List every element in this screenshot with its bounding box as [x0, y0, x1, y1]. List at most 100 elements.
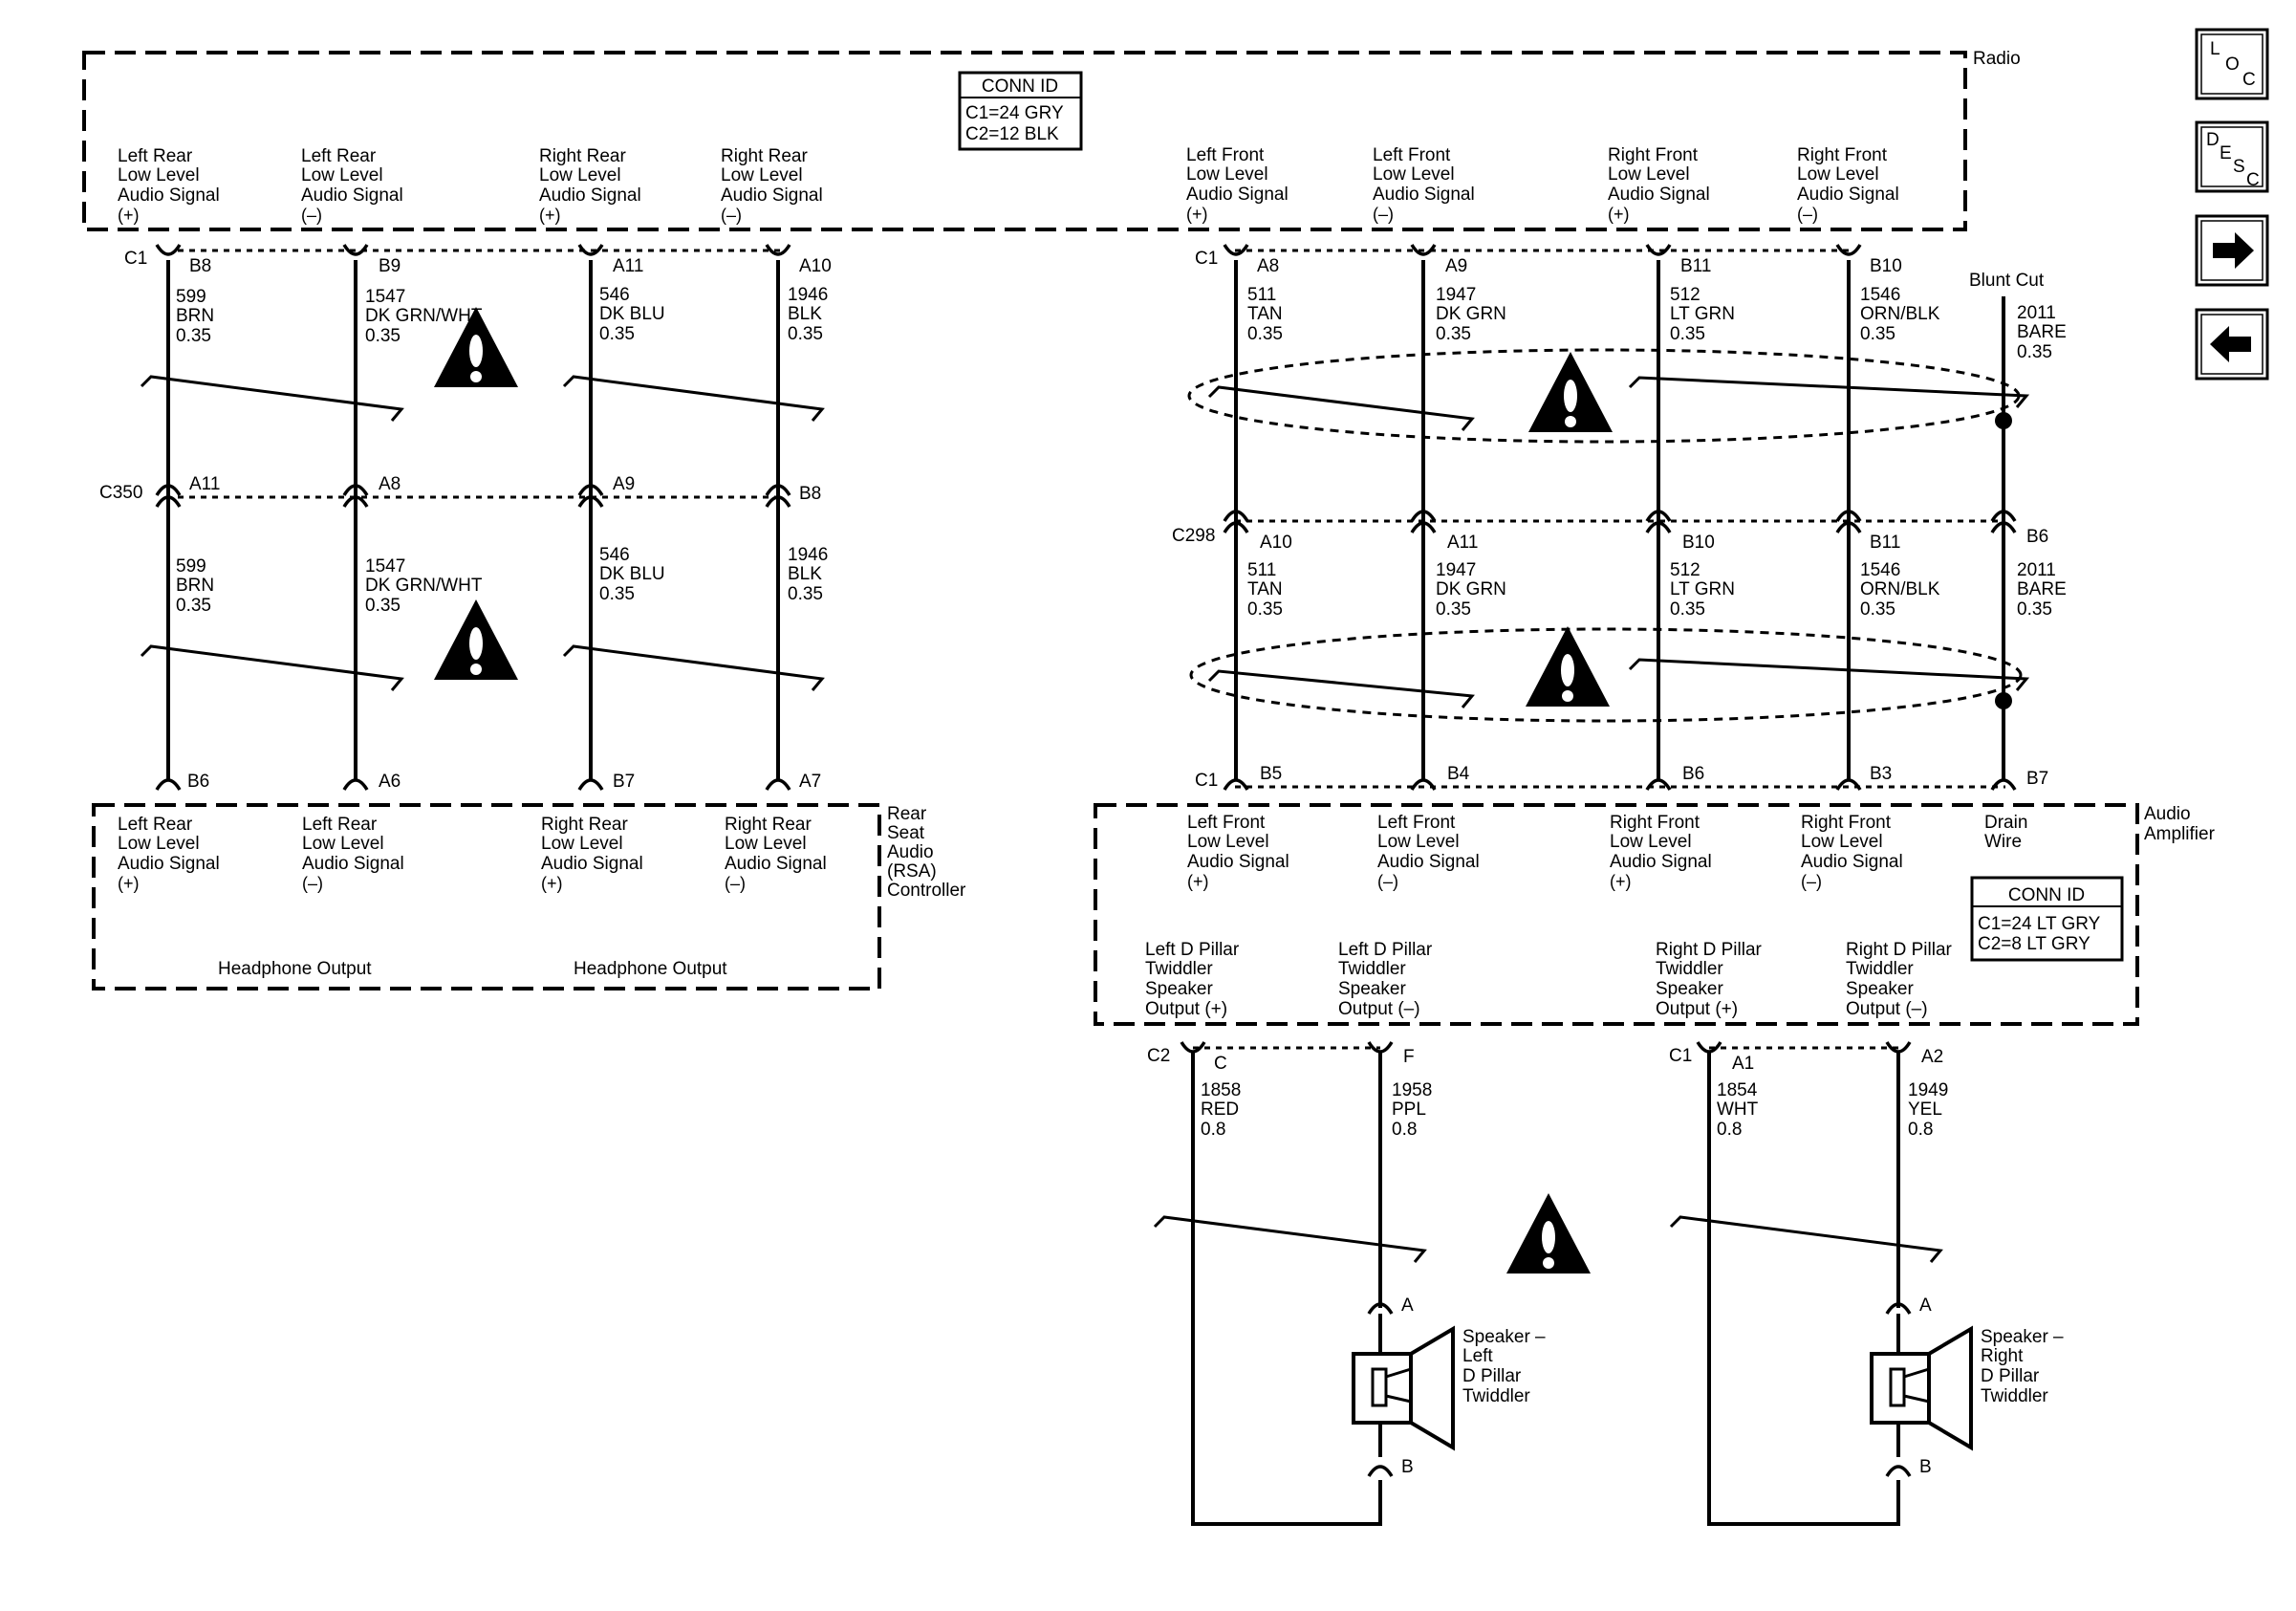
svg-text:512: 512: [1670, 285, 1700, 305]
svg-text:Audio Signal: Audio Signal: [1186, 185, 1289, 205]
svg-text:Left Front: Left Front: [1377, 813, 1456, 833]
svg-text:ORN/BLK: ORN/BLK: [1860, 579, 1940, 599]
radio-right-signal-2: Left Front Low Level Audio Signal (–): [1373, 145, 1475, 224]
svg-text:Twiddler: Twiddler: [1338, 959, 1406, 979]
svg-text:511: 511: [1247, 560, 1276, 580]
radio-label: Radio: [1973, 49, 2021, 69]
svg-text:S: S: [2233, 157, 2245, 177]
svg-text:DK GRN: DK GRN: [1436, 579, 1506, 599]
amp-drain-wire-label: Drain Wire: [1984, 813, 2027, 852]
svg-text:D Pillar: D Pillar: [1981, 1366, 2040, 1386]
svg-text:YEL: YEL: [1908, 1099, 1942, 1120]
pin-label: A11: [613, 256, 643, 276]
radio-c1-left-label: C1: [124, 249, 147, 269]
pin-label: A2: [1921, 1047, 1943, 1067]
svg-text:0.35: 0.35: [788, 584, 823, 604]
svg-text:2011: 2011: [2017, 560, 2056, 580]
svg-text:Right Front: Right Front: [1608, 145, 1699, 165]
pin-label: A10: [799, 256, 832, 276]
svg-text:Audio Signal: Audio Signal: [539, 185, 641, 206]
desc-button[interactable]: D E S C: [2195, 120, 2269, 193]
pin-label: B6: [1682, 764, 1704, 784]
svg-text:Left Rear: Left Rear: [118, 146, 193, 166]
svg-text:1947: 1947: [1436, 285, 1476, 305]
svg-text:(–): (–): [1797, 205, 1818, 224]
svg-text:1547: 1547: [365, 287, 405, 307]
svg-text:0.8: 0.8: [1201, 1120, 1225, 1140]
svg-text:Speaker –: Speaker –: [1981, 1327, 2064, 1347]
svg-text:(+): (+): [541, 874, 563, 893]
svg-text:Right: Right: [1981, 1346, 2024, 1366]
pin-label: B5: [1260, 764, 1282, 784]
svg-text:Left Rear: Left Rear: [118, 815, 193, 835]
wire-label-1946-upper: 1946 BLK 0.35: [788, 285, 828, 344]
svg-text:0.35: 0.35: [1436, 324, 1471, 344]
svg-text:C: C: [2246, 170, 2260, 190]
svg-text:Audio Signal: Audio Signal: [118, 854, 220, 874]
svg-text:(+): (+): [1186, 205, 1208, 224]
pin-label: C: [1214, 1054, 1227, 1074]
amp-conn-id: CONN ID C1=24 LT GRY C2=8 LT GRY: [1970, 876, 2124, 962]
svg-text:Speaker –: Speaker –: [1462, 1327, 1546, 1347]
next-page-button[interactable]: [2195, 214, 2269, 287]
svg-text:Audio Signal: Audio Signal: [1608, 185, 1710, 205]
svg-text:Low Level: Low Level: [1608, 164, 1690, 185]
svg-text:Right Rear: Right Rear: [541, 815, 628, 835]
wire-label-511-lower: 511 TAN 0.35: [1247, 560, 1283, 620]
pin-label: A9: [1445, 256, 1467, 276]
svg-text:Audio Signal: Audio Signal: [1610, 852, 1712, 872]
wire-label-546-lower: 546 DK BLU 0.35: [599, 545, 665, 604]
svg-text:Audio Signal: Audio Signal: [1377, 852, 1480, 872]
svg-text:0.35: 0.35: [1860, 324, 1895, 344]
wire-label-1947-upper: 1947 DK GRN 0.35: [1436, 285, 1506, 344]
rsa-signal-4: Right Rear Low Level Audio Signal (–): [725, 815, 827, 893]
svg-text:0.8: 0.8: [1908, 1120, 1933, 1140]
radio-conn-id-line: C2=12 BLK: [965, 124, 1059, 144]
svg-text:1946: 1946: [788, 545, 828, 565]
svg-text:C: C: [2242, 70, 2256, 90]
pin-label: A11: [1447, 533, 1478, 553]
pin-label: A11: [189, 474, 220, 494]
svg-text:DK BLU: DK BLU: [599, 564, 665, 584]
svg-text:Low Level: Low Level: [118, 834, 200, 854]
svg-text:0.8: 0.8: [1392, 1120, 1417, 1140]
arrow-left-icon: [2210, 326, 2251, 362]
svg-text:Right Front: Right Front: [1801, 813, 1892, 833]
svg-text:0.35: 0.35: [599, 584, 635, 604]
drain-splice-dot: [1995, 412, 2012, 429]
svg-text:DK GRN: DK GRN: [1436, 304, 1506, 324]
pin-label: B11: [1870, 533, 1900, 553]
svg-text:Right Front: Right Front: [1610, 813, 1700, 833]
svg-text:Low Level: Low Level: [302, 834, 384, 854]
svg-text:D Pillar: D Pillar: [1462, 1366, 1522, 1386]
svg-text:(–): (–): [1373, 205, 1394, 224]
audio-amplifier-box: [1094, 803, 2139, 1026]
svg-text:Audio Signal: Audio Signal: [1187, 852, 1289, 872]
pin-label: B4: [1447, 764, 1470, 784]
svg-text:Left Front: Left Front: [1187, 813, 1266, 833]
wire-label-1546-lower: 1546 ORN/BLK 0.35: [1860, 560, 1940, 620]
svg-text:Left D Pillar: Left D Pillar: [1145, 940, 1240, 960]
svg-text:1546: 1546: [1860, 560, 1900, 580]
amp-c2-label: C2: [1147, 1046, 1170, 1066]
svg-text:Low Level: Low Level: [1373, 164, 1455, 185]
radio-box: [82, 51, 1967, 231]
wire-label-546-upper: 546 DK BLU 0.35: [599, 285, 665, 344]
svg-text:0.35: 0.35: [1670, 324, 1705, 344]
svg-text:WHT: WHT: [1717, 1099, 1759, 1120]
svg-text:(+): (+): [539, 206, 561, 225]
svg-text:(+): (+): [118, 874, 140, 893]
svg-text:512: 512: [1670, 560, 1700, 580]
previous-page-button[interactable]: [2195, 308, 2269, 381]
radio-conn-id: CONN ID C1=24 GRY C2=12 BLK: [958, 71, 1083, 151]
wire-label-1946-lower: 1946 BLK 0.35: [788, 545, 828, 604]
svg-text:Audio Signal: Audio Signal: [301, 185, 403, 206]
pin-label: B6: [2026, 527, 2048, 547]
svg-text:Output (–): Output (–): [1338, 999, 1420, 1019]
svg-text:Left: Left: [1462, 1346, 1493, 1366]
shield-outline-lower: [1189, 627, 2023, 723]
loc-button[interactable]: L O C: [2195, 28, 2269, 100]
rsa-signal-3: Right Rear Low Level Audio Signal (+): [541, 815, 643, 893]
pin-label: B3: [1870, 764, 1892, 784]
